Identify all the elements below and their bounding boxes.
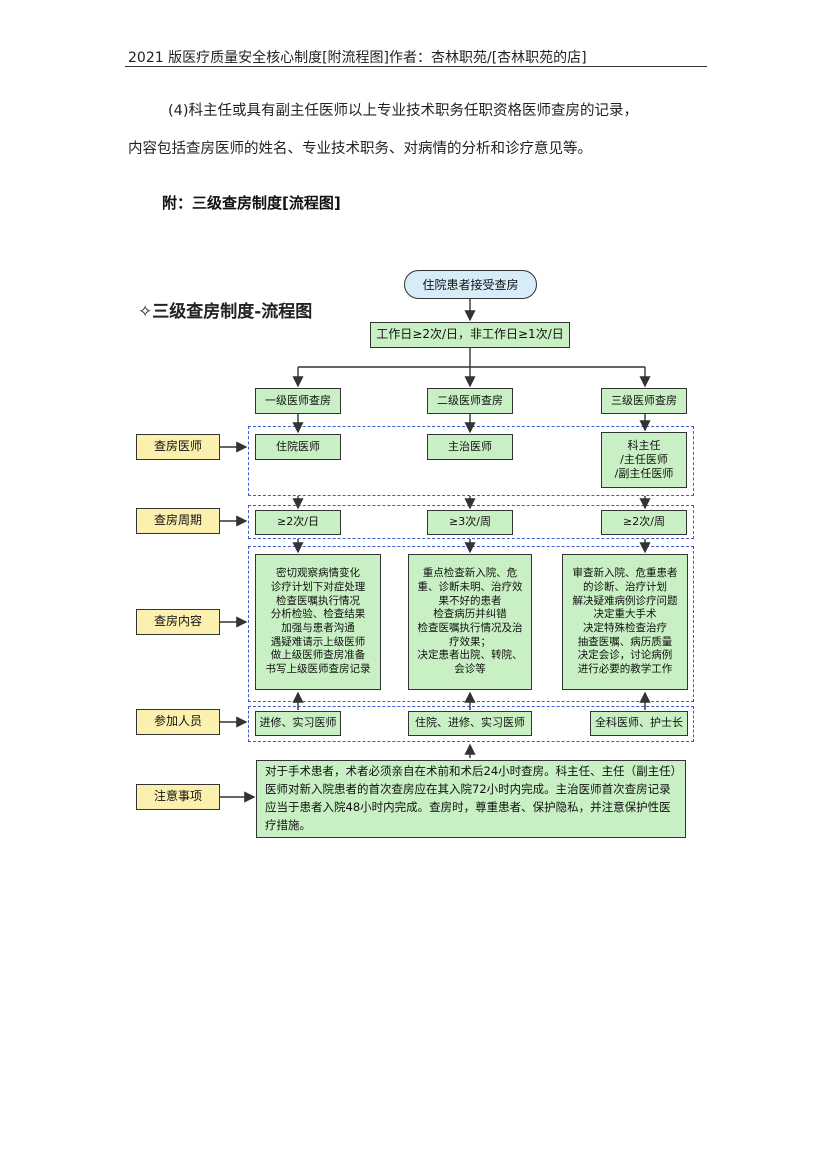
staff-box-3: 全科医师、护士长 <box>590 711 688 736</box>
staff-box-2: 住院、进修、实习医师 <box>408 711 532 736</box>
flowchart-figure <box>118 255 703 850</box>
notes-box: 对于手术患者，术者必须亲自在术前和术后24小时查房。科主任、主任（副主任）医师对… <box>256 760 686 838</box>
content-box-2: 重点检查新入院、危 重、诊断未明、治疗效 果不好的患者 检查病历并纠错 检查医嘱… <box>408 554 532 690</box>
doctor-box-3: 科主任 /主任医师 /副主任医师 <box>601 432 687 488</box>
row-label-doctor: 查房医师 <box>136 434 220 460</box>
cycle-box-1: ≥2次/日 <box>255 510 341 535</box>
row-label-staff: 参加人员 <box>136 709 220 735</box>
row-label-notes: 注意事项 <box>136 784 220 810</box>
level-1-box: 一级医师查房 <box>255 388 341 414</box>
paragraph-line-1: (4)科主任或具有副主任医师以上专业技术职务任职资格医师查房的记录， <box>168 103 639 119</box>
start-node: 住院患者接受查房 <box>404 270 537 299</box>
staff-row-group <box>248 706 694 742</box>
row-label-content: 查房内容 <box>136 609 220 635</box>
level-2-box: 二级医师查房 <box>427 388 513 414</box>
cycle-box-2: ≥3次/周 <box>427 510 513 535</box>
row-label-cycle: 查房周期 <box>136 508 220 534</box>
content-box-1: 密切观察病情变化 诊疗计划下对症处理 检查医嘱执行情况 分析检验、检查结果 加强… <box>255 554 381 690</box>
staff-box-1: 进修、实习医师 <box>255 711 341 736</box>
page-header: 2021 版医疗质量安全核心制度[附流程图]作者：杏林职苑/[杏林职苑的店] <box>128 50 587 66</box>
content-box-3: 审查新入院、危重患者 的诊断、治疗计划 解决疑难病例诊疗问题 决定重大手术 决定… <box>562 554 688 690</box>
level-3-box: 三级医师查房 <box>601 388 687 414</box>
flowchart-title: ✧三级查房制度-流程图 <box>138 302 313 322</box>
frequency-box: 工作日≥2次/日，非工作日≥1次/日 <box>370 322 570 348</box>
doctor-box-1: 住院医师 <box>255 434 341 460</box>
cycle-box-3: ≥2次/周 <box>601 510 687 535</box>
header-rule <box>125 66 707 67</box>
paragraph-line-2: 内容包括查房医师的姓名、专业技术职务、对病情的分析和诊疗意见等。 <box>128 141 592 157</box>
flowchart-subheading: 附：三级查房制度[流程图] <box>162 194 341 212</box>
doctor-box-2: 主治医师 <box>427 434 513 460</box>
